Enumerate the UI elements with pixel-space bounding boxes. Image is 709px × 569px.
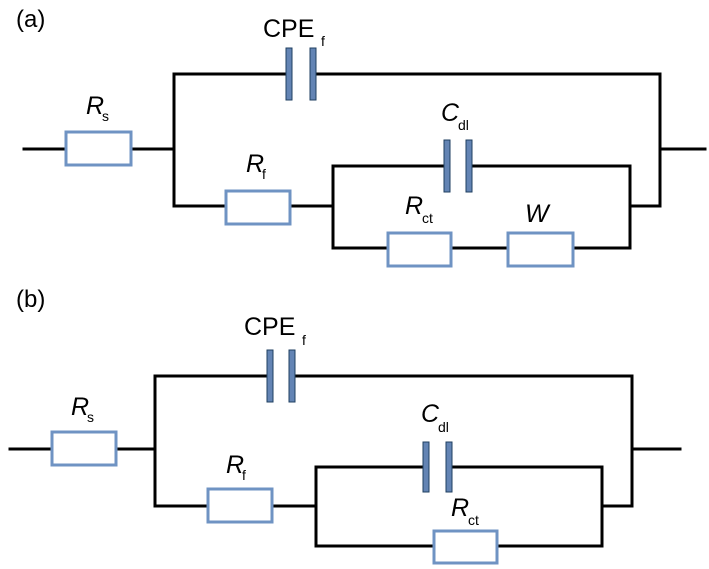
resistor-rf-a: R f <box>224 150 292 226</box>
rct-b-subscript: ct <box>468 512 479 528</box>
rct-b-symbol: R <box>451 494 469 522</box>
rf-a-subscript: f <box>262 166 266 182</box>
circuit-b: (b) R s CPE f <box>8 286 682 565</box>
cdl-a-subscript: dl <box>458 117 469 133</box>
cpe-a-symbol: CPE <box>263 15 314 43</box>
resistor-rs-b: R s <box>50 393 118 467</box>
resistor-rct-b: R ct <box>432 494 499 565</box>
rct-a-symbol: R <box>405 192 423 220</box>
rs-a-symbol: R <box>86 92 104 120</box>
rs-b-subscript: s <box>87 409 94 425</box>
cdl-a-symbol: C <box>441 99 460 127</box>
cdl-b-symbol: C <box>421 400 440 428</box>
panel-label-a: (a) <box>16 6 45 33</box>
cpe-b: CPE f <box>244 313 306 403</box>
cdl-b-subscript: dl <box>438 419 449 435</box>
warburg-w-a: W <box>506 200 575 268</box>
w-a-symbol: W <box>525 200 551 228</box>
cpe-b-symbol: CPE <box>244 313 295 341</box>
capacitor-cdl-b: C dl <box>421 400 453 493</box>
panel-label-b: (b) <box>16 286 45 313</box>
rf-b-symbol: R <box>226 451 244 479</box>
circuit-a-wires <box>22 72 707 250</box>
cpe-a: CPE f <box>263 15 325 101</box>
capacitor-cdl-a: C dl <box>441 99 473 193</box>
circuit-b-wires <box>8 374 682 548</box>
rs-a-subscript: s <box>102 108 109 124</box>
cpe-b-subscript: f <box>302 332 306 348</box>
rf-a-symbol: R <box>246 150 264 178</box>
rct-a-subscript: ct <box>422 210 433 226</box>
resistor-rf-b: R f <box>206 451 274 524</box>
rf-b-subscript: f <box>242 467 246 483</box>
rs-b-symbol: R <box>71 393 89 421</box>
cpe-a-subscript: f <box>321 33 325 49</box>
resistor-rct-a: R ct <box>386 192 453 268</box>
circuit-a: (a) R s CPE f <box>16 6 707 268</box>
resistor-rs-a: R s <box>64 92 133 167</box>
